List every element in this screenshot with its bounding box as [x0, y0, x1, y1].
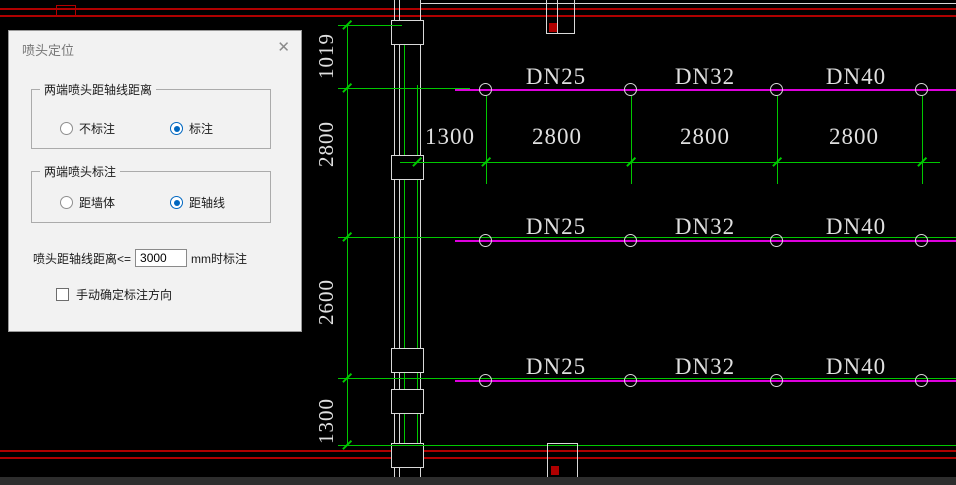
- radio-option-from-wall[interactable]: 距墙体: [60, 194, 115, 211]
- boundary-marker: [551, 466, 559, 475]
- pipe-label: DN25: [525, 64, 587, 89]
- pipe-label: DN40: [825, 64, 887, 89]
- wall-line: [557, 0, 558, 33]
- extension-line: [486, 96, 487, 184]
- boundary-line: [0, 450, 956, 452]
- dim-label: 2800: [829, 124, 879, 149]
- radio-icon[interactable]: [170, 122, 183, 135]
- pipe-line: [455, 380, 956, 382]
- pipe-line: [455, 89, 956, 91]
- status-strip: [0, 477, 956, 485]
- pipe-label: DN40: [825, 214, 887, 239]
- sprinkler-head: [624, 83, 637, 96]
- wall-line: [399, 0, 400, 477]
- sprinkler-positioning-dialog: 喷头定位 ✕ 两端喷头距轴线距离 不标注 标注 两端喷头标注 距墙体 距轴线: [8, 30, 302, 332]
- radio-option-from-axis[interactable]: 距轴线: [170, 194, 225, 211]
- axis-line: [338, 445, 956, 446]
- threshold-row: 喷头距轴线距离<= mm时标注: [33, 249, 247, 267]
- pipe-line: [455, 240, 956, 242]
- sprinkler-head: [479, 83, 492, 96]
- boundary-marker: [549, 23, 557, 32]
- boundary-line: [0, 457, 956, 459]
- axis-line: [338, 378, 956, 379]
- radio-label: 距墙体: [79, 196, 116, 210]
- sprinkler-head: [915, 234, 928, 247]
- wall-line: [546, 0, 547, 33]
- distance-threshold-input[interactable]: [135, 249, 188, 267]
- sprinkler-head: [770, 374, 783, 387]
- sprinkler-head: [479, 374, 492, 387]
- column-marker: [391, 20, 424, 45]
- sprinkler-head: [770, 234, 783, 247]
- dim-label: 1300: [314, 398, 338, 444]
- boundary-line: [0, 15, 956, 17]
- pipe-label: DN25: [525, 214, 587, 239]
- wall-line: [420, 0, 421, 477]
- dim-label: 2800: [680, 124, 730, 149]
- wall-line: [394, 0, 395, 477]
- dim-label: 1019: [314, 33, 338, 79]
- radio-option-annotate[interactable]: 标注: [170, 120, 213, 137]
- wall-line: [577, 443, 578, 477]
- column-marker: [391, 389, 424, 414]
- wall-line: [547, 443, 548, 477]
- pipe-label: DN40: [825, 354, 887, 379]
- radio-icon[interactable]: [170, 196, 183, 209]
- radio-icon[interactable]: [60, 196, 73, 209]
- pipe-label: DN32: [674, 64, 736, 89]
- wall-line: [420, 3, 956, 4]
- dim-label: 2800: [532, 124, 582, 149]
- wall-line: [574, 0, 575, 33]
- group-end-sprinkler-annotation: 两端喷头标注 距墙体 距轴线: [31, 163, 271, 223]
- wall-line: [547, 443, 578, 444]
- group-end-sprinkler-axis-distance: 两端喷头距轴线距离 不标注 标注: [31, 81, 271, 149]
- sprinkler-head: [915, 374, 928, 387]
- checkbox-label: 手动确定标注方向: [76, 288, 173, 302]
- extension-line: [922, 96, 923, 184]
- radio-label: 距轴线: [189, 196, 226, 210]
- dimension-line: [400, 162, 940, 163]
- radio-option-no-annotate[interactable]: 不标注: [60, 120, 115, 137]
- pipe-label: DN32: [674, 354, 736, 379]
- sprinkler-head: [624, 374, 637, 387]
- threshold-suffix-label: mm时标注: [191, 251, 248, 266]
- radio-label: 不标注: [79, 122, 116, 136]
- sprinkler-head: [770, 83, 783, 96]
- radio-label: 标注: [189, 122, 214, 136]
- sprinkler-head: [624, 234, 637, 247]
- manual-direction-row[interactable]: 手动确定标注方向: [56, 286, 172, 303]
- group-legend: 两端喷头标注: [40, 163, 121, 180]
- extension-line: [631, 96, 632, 184]
- dim-label: 2800: [314, 121, 338, 167]
- column-marker: [391, 348, 424, 373]
- radio-icon[interactable]: [60, 122, 73, 135]
- axis-line: [404, 20, 405, 447]
- axis-line: [338, 88, 470, 89]
- dim-label: 1300: [425, 124, 475, 149]
- axis-line: [338, 25, 402, 26]
- sprinkler-head: [479, 234, 492, 247]
- extension-line: [777, 96, 778, 184]
- column-marker: [391, 155, 424, 180]
- axis-line: [338, 237, 956, 238]
- boundary-marker: [56, 5, 76, 16]
- threshold-prefix-label: 喷头距轴线距离<=: [33, 251, 132, 266]
- dialog-title: 喷头定位: [22, 43, 75, 58]
- column-marker: [391, 443, 424, 468]
- axis-line: [417, 85, 418, 447]
- group-legend: 两端喷头距轴线距离: [40, 81, 157, 98]
- sprinkler-head: [915, 83, 928, 96]
- wall-line: [546, 33, 575, 34]
- dim-label: 2600: [314, 279, 338, 325]
- pipe-label: DN25: [525, 354, 587, 379]
- close-icon[interactable]: ✕: [277, 39, 290, 56]
- boundary-line: [0, 8, 956, 10]
- checkbox-icon[interactable]: [56, 288, 69, 301]
- pipe-label: DN32: [674, 214, 736, 239]
